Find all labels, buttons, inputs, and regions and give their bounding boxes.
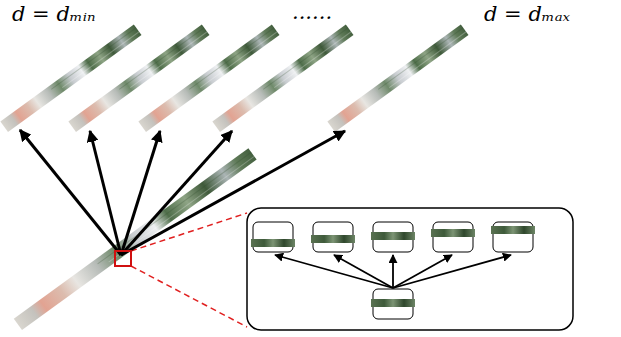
inset-box [247,208,573,330]
sampled-strip [0,24,141,132]
callout-line [131,266,247,327]
inset-arrows [275,255,511,288]
sampled-strip [327,24,468,132]
depth-label: d = dₘᵢₙ [12,2,95,27]
ellipsis-label: ...... [292,0,332,25]
sampled-strip [68,24,209,132]
sampled-strip [138,24,279,132]
inset-patches [251,222,535,319]
selected-patch [115,251,131,266]
sampled-strip [212,24,353,132]
depth-label: d = dₘₐₓ [484,2,570,27]
